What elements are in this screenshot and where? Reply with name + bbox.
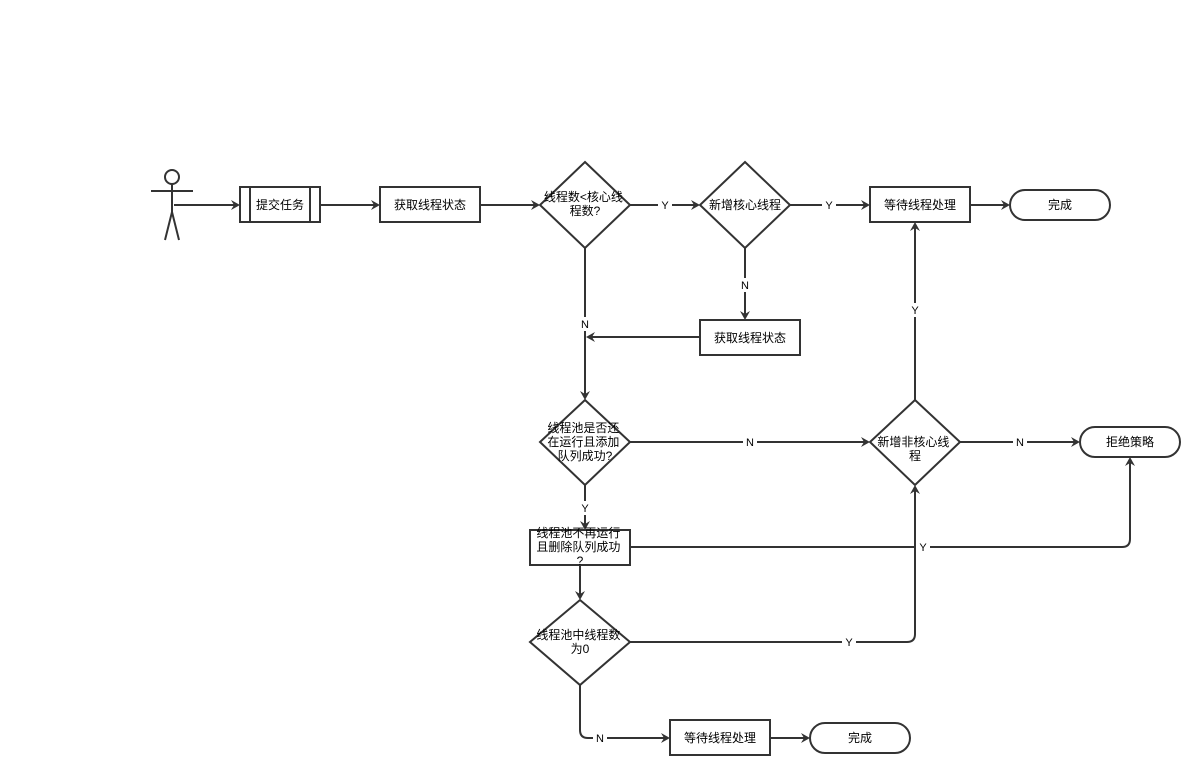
arrowhead [531,200,540,210]
edge-label-queue-yes: Y [581,503,589,515]
node-wait-2-label: 等待线程处理 [684,730,756,745]
arrowhead [371,200,380,210]
arrowhead [910,485,920,494]
edge-label-queue-no: N [746,437,754,449]
node-cond-core-line-1: 线程数<核心线 [544,189,623,204]
node-add-noncore: 新增非核心线 程 [868,398,962,487]
edge-remove-reject [630,463,1131,548]
node-cond-zero-line-2: 为0 [571,642,590,656]
edge-label-zero-yes: Y [845,637,853,649]
node-cond-queue-line-3: 队列成功? [558,448,613,463]
node-cond-core: 线程数<核心线 程数? [538,160,632,250]
node-get-state-2: 获取线程状态 [699,319,801,356]
edge-label-core-no: N [581,319,589,331]
node-cond-remove: 线程池不再运行 且删除队列成功 ? [529,525,631,568]
actor-icon [151,169,193,241]
arrowhead [575,591,585,600]
node-cond-core-line-2: 程数? [570,203,601,218]
edge-label-addcore-no: N [741,280,749,292]
node-done-1: 完成 [1009,189,1111,221]
node-get-state-1: 获取线程状态 [379,186,481,223]
node-cond-remove-line-1: 线程池不再运行 [536,525,620,540]
edge-labels: Y Y N N N N Y Y Y Y N [578,198,1027,745]
node-cond-zero: 线程池中线程数 为0 [528,598,632,687]
node-done-2: 完成 [809,722,911,754]
node-cond-zero-line-1: 线程池中线程数 [536,627,620,642]
node-add-noncore-line-1: 新增非核心线 [877,434,949,449]
arrowhead [661,733,670,743]
edge-label-addcore-yes: Y [825,200,833,212]
arrowhead [1001,200,1010,210]
edge-label-zero-no: N [596,733,604,745]
node-wait-2: 等待线程处理 [669,719,771,756]
arrowhead [801,733,810,743]
arrowhead [861,200,870,210]
connectors [174,204,1131,739]
node-cond-remove-line-2: 且删除队列成功 [536,539,620,554]
edge-label-noncore-no: N [1016,437,1024,449]
svg-text:新增非核心线 程: 新增非核心线 程 [877,434,952,463]
arrowhead [740,311,750,320]
node-cond-queue-line-1: 线程池是否还 [547,420,619,435]
node-reject: 拒绝策略 [1079,426,1181,458]
arrowhead [586,332,595,342]
node-reject-label: 拒绝策略 [1106,434,1154,449]
arrowhead [580,521,590,530]
edge-label-core-yes: Y [661,200,669,212]
node-get-state-2-label: 获取线程状态 [714,330,786,345]
svg-text:线程数<核心线 程数?: 线程数<核心线 程数? [544,189,626,218]
node-submit-task: 提交任务 [239,186,321,223]
node-cond-queue: 线程池是否还 在运行且添加 队列成功? [538,398,632,487]
arrowhead [231,200,240,210]
edge-zero-noncore [630,491,916,643]
arrowheads [231,200,1135,743]
node-cond-remove-line-3: ? [577,554,584,568]
arrowhead [580,391,590,400]
edge-label-noncore-yes: Y [911,305,919,317]
svg-text:线程池是否还 在运行且添加 队列成功: 线程池是否还 在运行且添加 队列成功? [547,420,622,463]
node-cond-queue-line-2: 在运行且添加 [547,435,619,449]
node-submit-task-label: 提交任务 [256,197,304,212]
edge-zero-wait2 [579,685,664,739]
node-get-state-1-label: 获取线程状态 [394,197,466,212]
svg-text:线程池不再运行 且删除队列成功 ?: 线程池不再运行 且删除队列成功 ? [536,525,623,568]
node-add-core-label: 新增核心线程 [709,197,781,212]
arrowhead [1071,437,1080,447]
node-add-core: 新增核心线程 [698,160,792,250]
arrowhead [910,222,920,231]
arrowhead [1125,457,1135,466]
arrowhead [861,437,870,447]
arrowhead [691,200,700,210]
node-done-2-label: 完成 [848,730,872,745]
node-wait-1-label: 等待线程处理 [884,197,956,212]
node-wait-1: 等待线程处理 [869,186,971,223]
svg-text:线程池中线程数 为0: 线程池中线程数 为0 [536,627,623,656]
node-done-1-label: 完成 [1048,197,1072,212]
edge-label-remove-yes: Y [919,542,927,554]
node-add-noncore-line-2: 程 [909,448,921,463]
